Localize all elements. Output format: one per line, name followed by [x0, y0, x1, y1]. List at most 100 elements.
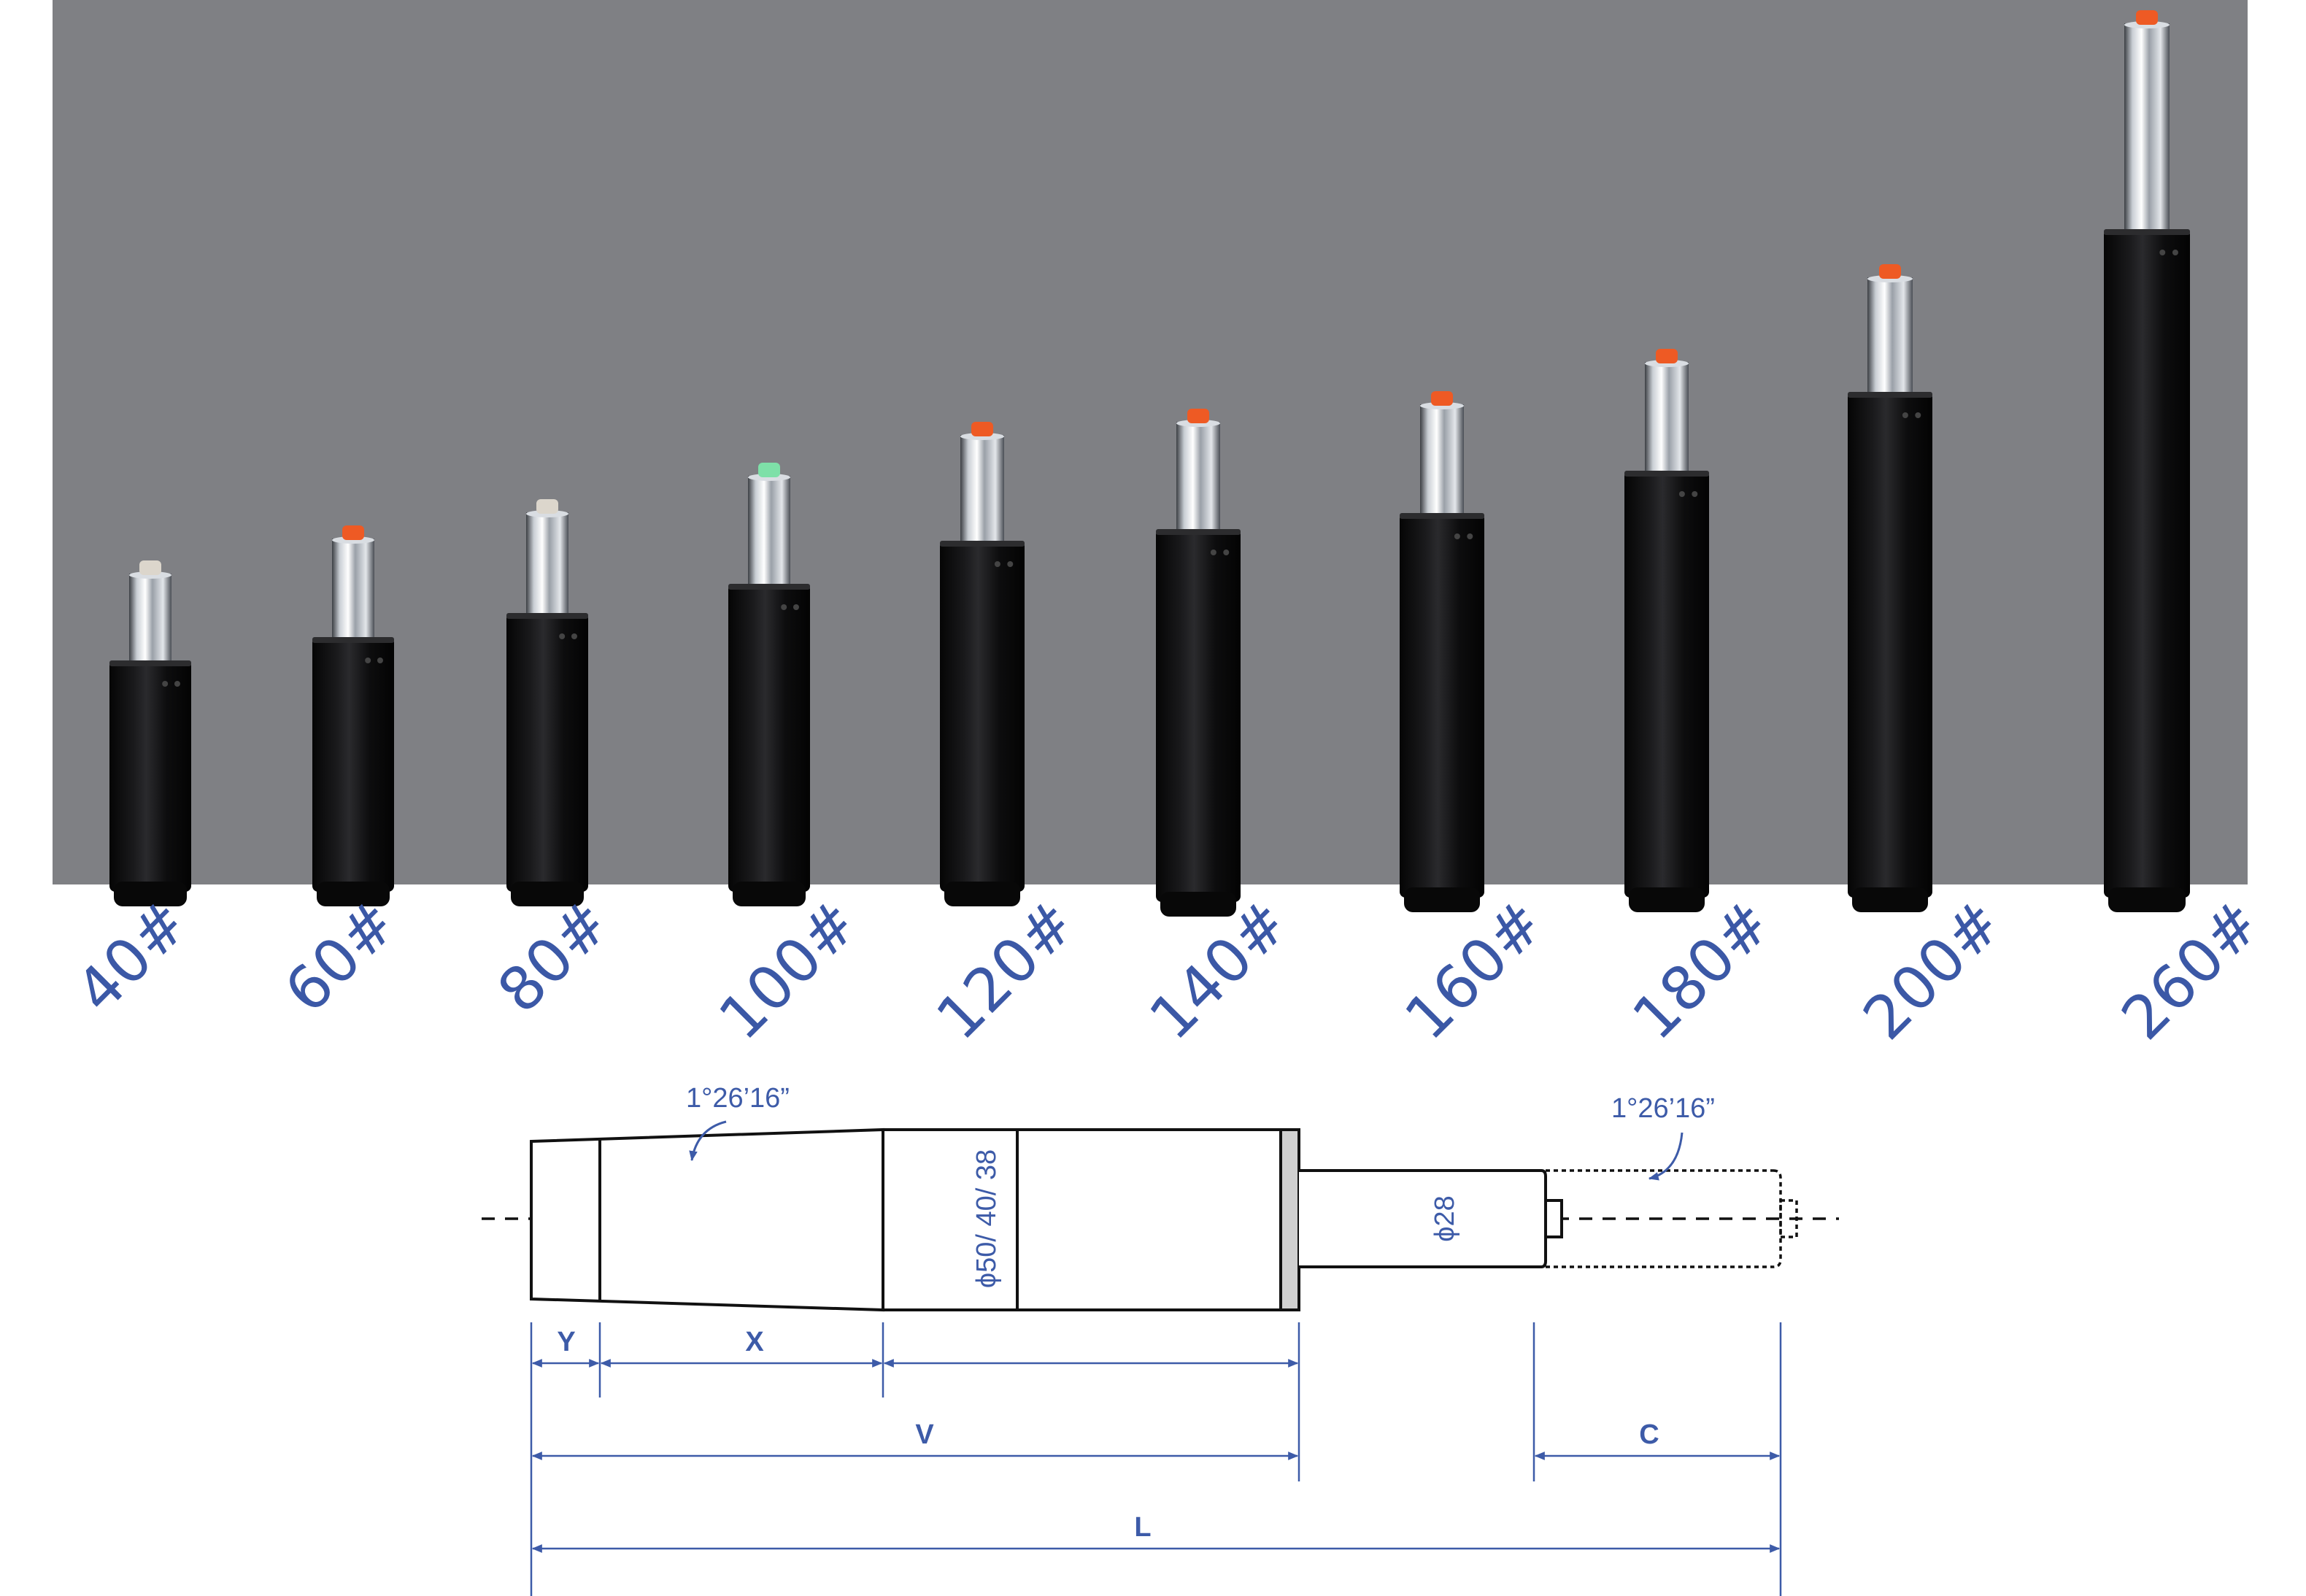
tube-base	[317, 882, 390, 906]
chrome-rod	[1420, 404, 1464, 517]
rivet-dot	[1454, 533, 1460, 539]
release-button-cap	[536, 499, 558, 514]
tube-base	[944, 882, 1020, 906]
chrome-rod	[332, 539, 374, 641]
body-section	[882, 1128, 1282, 1311]
chrome-rod	[1176, 422, 1220, 533]
rod-angle-label: 1°26’16”	[1611, 1093, 1715, 1124]
release-button-cap	[1187, 409, 1209, 423]
dimension-lines	[530, 1322, 1782, 1596]
rivet-dot	[559, 633, 566, 639]
chrome-rod	[1867, 277, 1913, 396]
tube-base	[511, 882, 584, 906]
rivet-dot	[1678, 491, 1685, 497]
rivet-dot	[1902, 412, 1908, 418]
black-tube	[312, 637, 394, 892]
black-tube	[506, 613, 588, 892]
rivet-dot	[793, 604, 799, 610]
tube-lip	[728, 584, 810, 590]
gas-cylinder	[2104, 10, 2190, 912]
chrome-rod	[960, 435, 1004, 545]
rivet-dot	[1915, 412, 1921, 418]
black-tube	[2104, 229, 2190, 898]
size-label: 160#	[1392, 888, 1557, 1053]
piston-rod	[1299, 1169, 1547, 1268]
tube-lip	[1400, 513, 1484, 519]
dim-c-label: C	[1639, 1419, 1659, 1450]
collar	[1279, 1128, 1300, 1311]
tube-base	[114, 882, 187, 906]
rivet-dot	[1467, 533, 1473, 539]
gas-cylinder	[1624, 349, 1709, 912]
extended-rod-outline	[1546, 1169, 1798, 1268]
rod-diameter-label: ϕ28	[1430, 1195, 1460, 1242]
black-tube	[728, 584, 810, 892]
taper-angle-label: 1°26’16”	[686, 1083, 790, 1114]
rivet-dot	[174, 681, 180, 687]
dim-y-label: Y	[557, 1327, 575, 1357]
size-label: 100#	[706, 888, 871, 1053]
gas-cylinder	[940, 422, 1025, 906]
size-label: 260#	[2109, 888, 2274, 1053]
tube-base	[1852, 887, 1928, 912]
dim-l-label: L	[1134, 1512, 1151, 1543]
release-button-cap	[342, 525, 364, 540]
gas-cylinder	[506, 499, 588, 906]
size-label: 60#	[272, 888, 411, 1027]
rivet-dot	[1007, 561, 1014, 567]
tube-lip	[109, 660, 191, 666]
black-tube	[940, 541, 1025, 892]
black-tube	[109, 660, 191, 892]
rivet-dot	[377, 658, 383, 663]
release-button-cap	[971, 422, 993, 436]
release-button-cap	[2136, 10, 2158, 25]
rivet-dot	[781, 604, 787, 610]
gas-cylinder	[109, 560, 191, 906]
rivet-dot	[1223, 550, 1230, 555]
chrome-rod	[129, 574, 171, 665]
tube-lip	[312, 637, 394, 643]
dim-v-label: V	[915, 1419, 934, 1450]
rivet-dot	[2172, 250, 2178, 255]
rivet-dot	[162, 681, 169, 687]
tube-lip	[2104, 229, 2190, 235]
rivet-dot	[1210, 550, 1216, 555]
size-label: 40#	[63, 888, 202, 1027]
black-tube	[1400, 513, 1484, 898]
size-label: 180#	[1620, 888, 1785, 1053]
rivet-dot	[994, 561, 1000, 567]
rod-angle-arrow	[1648, 1132, 1684, 1181]
gas-cylinder	[1400, 391, 1484, 912]
tube-base	[1160, 892, 1236, 917]
technical-drawing: 1°26’16” 1°26’16” ϕ50/ 40/ 38 ϕ28	[482, 1083, 1839, 1312]
taper-section	[530, 1127, 884, 1312]
tube-lip	[1848, 392, 1932, 398]
size-label: 200#	[1851, 888, 2016, 1053]
black-tube	[1848, 392, 1932, 898]
release-button-cap	[1879, 264, 1901, 279]
rivet-dot	[571, 633, 577, 639]
tube-lip	[1624, 471, 1709, 477]
chrome-rod	[748, 476, 790, 588]
dim-x-label: X	[745, 1327, 764, 1357]
release-button-cap	[758, 463, 780, 477]
rivet-dot	[1692, 491, 1698, 497]
taper-angle-arrow	[689, 1120, 727, 1162]
tube-base	[1404, 887, 1480, 912]
gas-cylinder	[1848, 264, 1932, 912]
chrome-rod	[2124, 23, 2170, 234]
rivet-dot	[2159, 250, 2166, 255]
tube-lip	[940, 541, 1025, 547]
chrome-rod	[526, 512, 568, 617]
black-tube	[1156, 529, 1241, 902]
dimension-letters: Y X V C L	[557, 1327, 1659, 1543]
rivet-dot	[365, 658, 371, 663]
tube-lip	[1156, 529, 1241, 535]
release-button-cap	[1656, 349, 1678, 363]
gas-cylinder-row	[109, 10, 2190, 917]
rod-tip	[1544, 1199, 1563, 1238]
gas-cylinder	[312, 525, 394, 906]
black-tube	[1624, 471, 1709, 898]
